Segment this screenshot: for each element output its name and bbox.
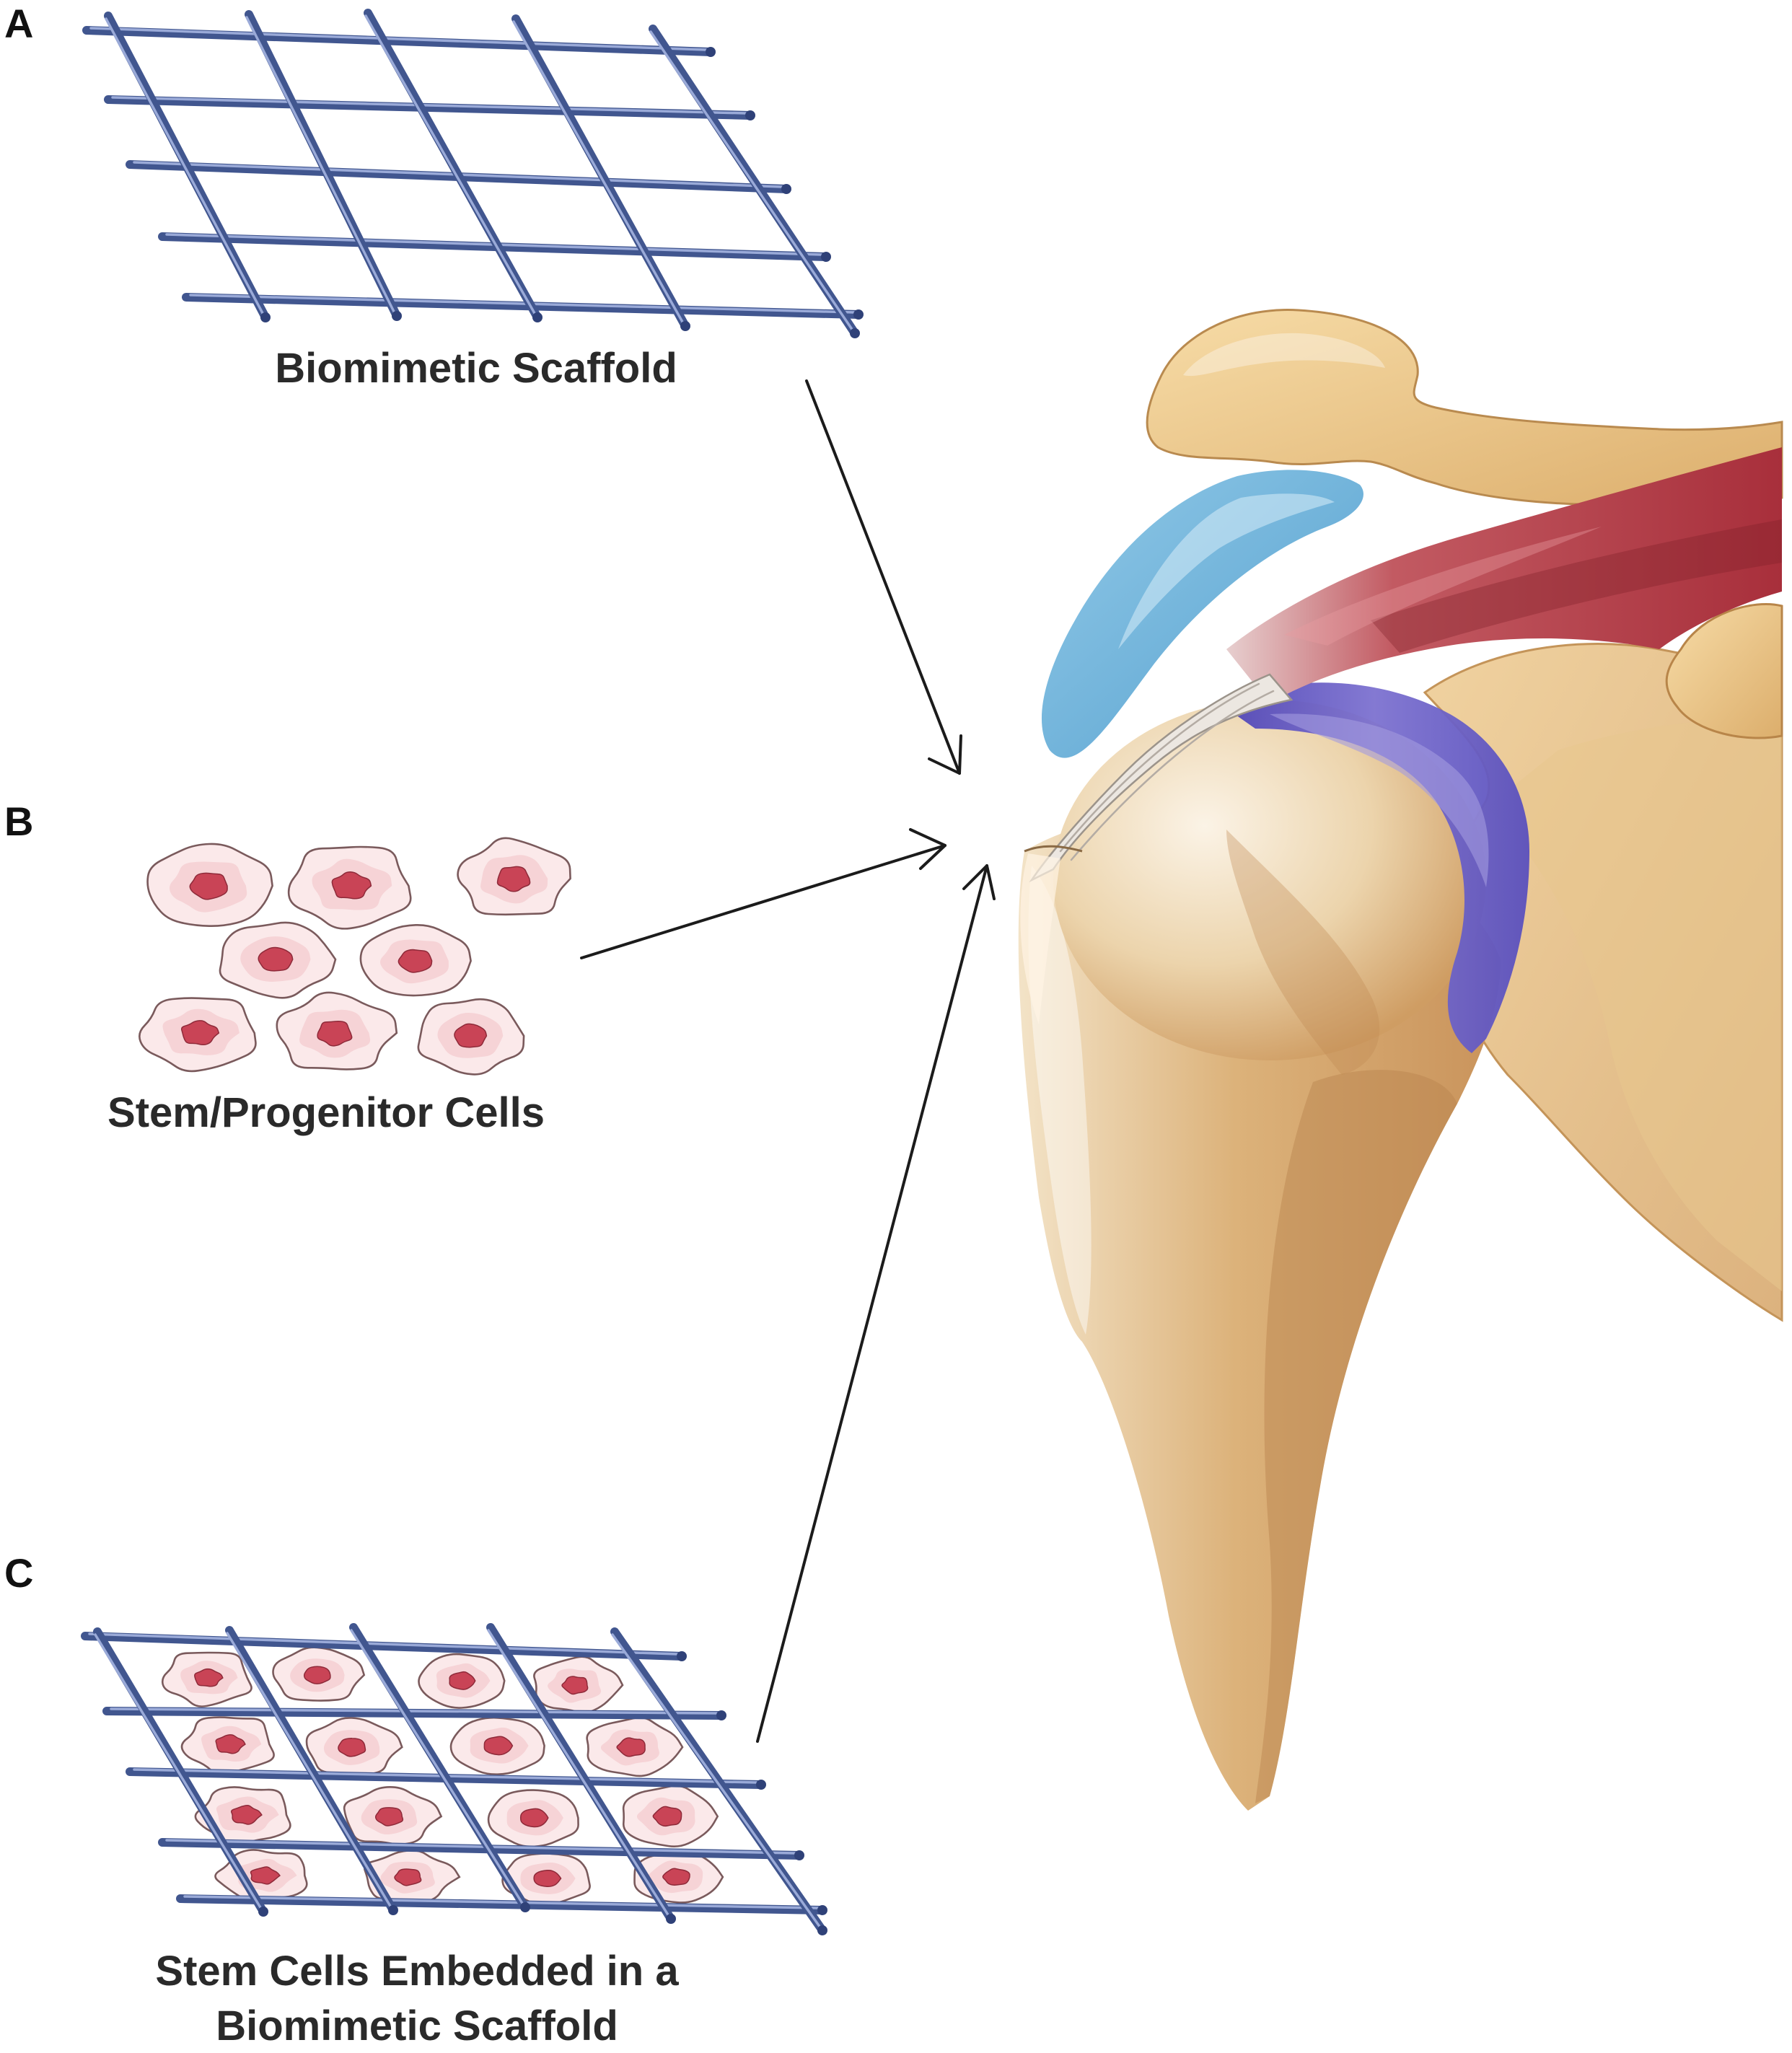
embedded-cell-3 bbox=[418, 1653, 506, 1709]
embedded-cell-8 bbox=[586, 1716, 684, 1777]
arrow-from-scaffold bbox=[805, 379, 962, 775]
stem-cell-5 bbox=[359, 923, 472, 997]
caption-biomimetic-scaffold: Biomimetic Scaffold bbox=[275, 345, 677, 392]
scaffold-a-rod-diagonal-2 bbox=[245, 10, 402, 321]
stem-cell-6 bbox=[139, 997, 257, 1073]
seeded-scaffold-mesh bbox=[81, 1623, 827, 1935]
panel-letter-b: B bbox=[4, 799, 33, 844]
caption-stem-cells-embedded-line2: Biomimetic Scaffold bbox=[216, 2003, 618, 2049]
biomimetic-scaffold-mesh bbox=[82, 9, 864, 338]
embedded-cell-1 bbox=[161, 1651, 252, 1707]
caption-stem-progenitor-cells: Stem/Progenitor Cells bbox=[107, 1089, 545, 1136]
embedded-cell-6 bbox=[305, 1717, 403, 1776]
scaffold-c-rod-diagonal-2 bbox=[225, 1626, 398, 1915]
embedded-cell-4 bbox=[533, 1656, 624, 1714]
coracoid-process bbox=[1665, 603, 1783, 739]
embedded-cells-group bbox=[161, 1646, 724, 1906]
scaffold-a-rod-diagonal-4 bbox=[511, 14, 690, 331]
embedded-cell-14 bbox=[364, 1849, 461, 1904]
scaffold-a-rod-horizontal-2 bbox=[104, 95, 755, 120]
arrow-from-cells bbox=[580, 828, 946, 959]
panel-letter-a: A bbox=[4, 1, 33, 46]
stem-cell-4 bbox=[219, 921, 337, 999]
embedded-cell-2 bbox=[272, 1646, 366, 1702]
scaffold-c-rod-horizontal-1 bbox=[81, 1632, 687, 1661]
embedded-cell-7 bbox=[449, 1716, 545, 1776]
scaffold-c-rod-horizontal-5 bbox=[176, 1894, 827, 1915]
humerus-shaft bbox=[1018, 810, 1501, 1811]
scaffold-a-rod-diagonal-3 bbox=[364, 9, 543, 322]
stem-cell-2 bbox=[287, 845, 412, 930]
scaffold-c-rod-diagonal-1 bbox=[93, 1627, 268, 1917]
scaffold-a-rod-horizontal-5 bbox=[182, 293, 864, 320]
embedded-cell-10 bbox=[343, 1785, 443, 1846]
shoulder-illustration bbox=[1018, 309, 1783, 1811]
panel-letter-c: C bbox=[4, 1550, 33, 1596]
scaffold-c-rod-horizontal-2 bbox=[102, 1707, 726, 1720]
humeral-head bbox=[1053, 700, 1486, 1060]
scaffold-a-rod-horizontal-1 bbox=[82, 26, 716, 57]
scaffold-c-rod-horizontal-4 bbox=[158, 1838, 804, 1860]
stem-progenitor-cells-group bbox=[139, 837, 571, 1076]
embedded-cell-15 bbox=[501, 1852, 591, 1906]
scaffold-c-rod-diagonal-4 bbox=[486, 1623, 676, 1924]
embedded-cell-5 bbox=[180, 1716, 275, 1776]
stem-cell-1 bbox=[146, 843, 273, 928]
scaffold-a-rod-diagonal-1 bbox=[104, 12, 271, 322]
scaffold-c-rod-diagonal-5 bbox=[610, 1627, 827, 1935]
arrow-from-seeded-scaffold bbox=[756, 864, 996, 1743]
stem-cell-8 bbox=[417, 998, 525, 1076]
stem-cell-3 bbox=[457, 837, 571, 916]
scaffold-c-rod-diagonal-3 bbox=[349, 1623, 530, 1912]
stem-cell-7 bbox=[276, 991, 398, 1071]
embedded-cell-11 bbox=[487, 1789, 579, 1848]
caption-stem-cells-embedded-line1: Stem Cells Embedded in a bbox=[155, 1948, 679, 1995]
scaffold-a-rod-diagonal-5 bbox=[649, 25, 860, 338]
supraspinatus-muscle bbox=[1226, 447, 1782, 703]
subacromial-bursa bbox=[1041, 470, 1363, 758]
tendon-insertion-site bbox=[1024, 845, 1083, 853]
embedded-cell-12 bbox=[622, 1785, 719, 1847]
